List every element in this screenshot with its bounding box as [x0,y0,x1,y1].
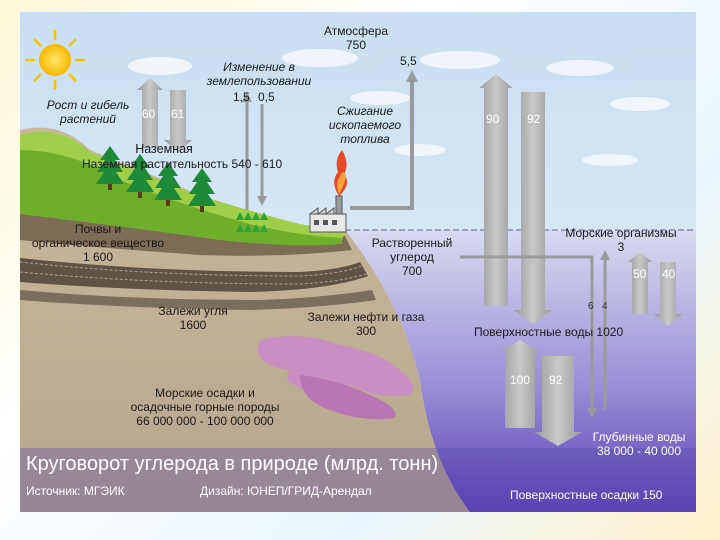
fossil-fuel-value: 5,5 [400,54,417,68]
source-credit: Источник: МГЭИК [26,484,125,498]
deep-exchange-up-value: 100 [510,373,531,387]
ocean-exchange-down-value: 92 [527,112,541,126]
cloud-icon [128,49,670,166]
oil-gas-deposit [258,336,414,397]
ocean-exchange-arrows [479,74,552,324]
vegetation-value: Наземная растительность 540 - 610 [82,157,283,171]
deep-waters-label: Глубинные воды 38 000 - 40 000 [592,430,686,458]
soils-label: Почвы и органическое вещество 1 600 [31,222,165,264]
oil-gas-label: Залежи нефти и газа 300 [307,310,425,338]
plant-growth-arrows [137,78,192,152]
plant-growth-label: Рост и гибель растений [46,98,130,126]
land-use-value-b: 0,5 [258,90,275,104]
sun-icon [25,30,85,90]
marine-sediments-label: Морские осадки и осадочные горные породы… [130,386,280,428]
seedling-icon [236,212,268,232]
marine-bio-down-value: 40 [662,267,676,281]
coal-label: Залежи угля 1600 [158,304,228,332]
fossil-fuel-label: Сжигание ископаемого топлива [328,104,402,146]
deep-exchange-down-value: 92 [549,373,563,387]
dissolved-flux-value-2: 4 [602,301,608,312]
marine-bio-arrows [628,252,682,326]
marine-bio-up-value: 50 [633,267,647,281]
design-credit: Дизайн: ЮНЕП/ГРИД-Арендал [200,484,372,498]
deep-exchange-arrows [500,340,582,446]
dissolved-carbon-label: Растворенный углерод 700 [371,236,453,278]
land-use-arrows [245,100,264,210]
vegetation-label: Наземная [135,142,193,156]
marine-organisms-label: Морские организмы 3 [565,226,677,254]
dissolved-flux-arrows [460,255,607,410]
land-use-label: Изменение в землепользовании [206,60,312,88]
ocean-exchange-up-value: 90 [486,112,500,126]
surface-sediments-label: Поверхностные осадки 150 [510,488,663,502]
tree-icon [96,146,216,212]
dissolved-flux-value: 6 [588,301,594,312]
plant-growth-down-value: 61 [171,107,185,121]
surface-waters-label: Поверхностные воды 1020 [474,325,624,339]
atmosphere-label: Атмосфера 750 [323,24,389,52]
plant-growth-up-value: 60 [142,107,156,121]
fossil-fuel-arrow [350,70,418,210]
factory-icon [308,195,347,233]
land-use-value-a: 1,5 [233,90,250,104]
diagram-title: Круговорот углерода в природе (млрд. тон… [26,453,439,475]
flame-icon [334,150,348,196]
